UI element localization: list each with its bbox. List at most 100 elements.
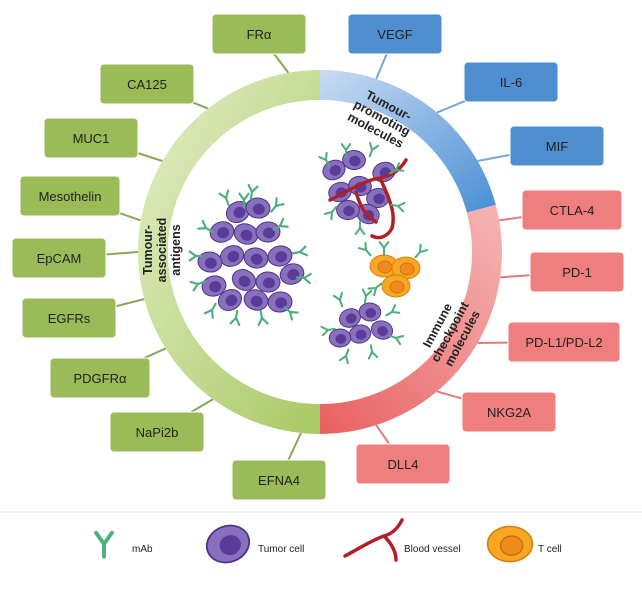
mab [318, 151, 331, 167]
tumour-associated-label-line2: associated [155, 218, 169, 283]
center-illustration [188, 141, 429, 365]
target-box-label: PD-L1/PD-L2 [525, 335, 602, 350]
tumor-cell [348, 324, 372, 344]
target-box-label: CA125 [127, 77, 167, 92]
mab [229, 309, 241, 327]
target-box-label: EFNA4 [258, 473, 300, 488]
legend-tumor-cell-label: Tumor cell [258, 544, 304, 555]
mab [270, 197, 285, 213]
tumor-cell [255, 221, 281, 243]
immune-checkpoint-segment [320, 204, 502, 434]
target-box-bg [43, 117, 139, 159]
target-box-bg [507, 321, 621, 363]
tumor-cell [267, 291, 293, 313]
tumor-cell [209, 221, 235, 243]
target-box-label: Mesothelin [39, 189, 102, 204]
target-box-label: EGFRs [48, 311, 91, 326]
target-box-pd-1: PD-1 [529, 251, 625, 293]
mab [247, 183, 259, 201]
ring [138, 70, 502, 434]
tumor-cell [366, 187, 390, 209]
target-box-bg [99, 63, 195, 105]
target-box-label: CTLA-4 [550, 203, 595, 218]
target-box-il-6: IL-6 [463, 61, 559, 103]
mab [323, 205, 338, 221]
mab [94, 530, 114, 559]
mab [368, 141, 380, 158]
mab [388, 334, 405, 346]
target-box-bg [463, 61, 559, 103]
target-box-bg [521, 189, 623, 231]
target-box-label: NaPi2b [136, 425, 179, 440]
target-box-bg [211, 13, 307, 55]
mab [203, 302, 217, 319]
target-box-bg [355, 443, 451, 485]
tumour-associated-segment [138, 70, 320, 434]
tumor-cell [358, 302, 382, 322]
target-box-label: NKG2A [487, 405, 531, 420]
tumour-associated-label: Tumour- associated antigens [141, 218, 183, 283]
target-box-napi2b: NaPi2b [109, 411, 205, 453]
tumor-cell [339, 308, 361, 328]
tumor-cluster-vessel [318, 141, 408, 240]
mab [354, 220, 366, 235]
mab [378, 241, 390, 256]
tumor-cell [267, 245, 293, 267]
target-box-label: PD-1 [562, 265, 592, 280]
target-box-pdgfr-: PDGFRα [49, 357, 151, 399]
mab [390, 201, 406, 213]
target-box-nkg2a: NKG2A [461, 391, 557, 433]
target-box-bg [529, 251, 625, 293]
mab [238, 192, 250, 209]
target-box-vegf: VEGF [347, 13, 443, 55]
tumor-cell [233, 223, 259, 245]
target-box-epcam: EpCAM [11, 237, 107, 279]
target-box-label: MUC1 [73, 131, 110, 146]
mab [257, 309, 269, 327]
t-cell [369, 254, 399, 278]
legend-blood-vessel-label: Blood vessel [404, 544, 461, 555]
target-box-mif: MIF [509, 125, 605, 167]
tumor-cell [243, 247, 269, 269]
mab [291, 245, 309, 257]
tumor-cell [201, 275, 227, 297]
target-box-label: EpCAM [37, 251, 82, 266]
target-box-efna4: EFNA4 [231, 459, 327, 501]
tumor-cell [255, 271, 281, 293]
target-box-label: FRα [247, 27, 272, 42]
target-box-label: MIF [546, 139, 568, 154]
mab [332, 291, 344, 308]
tumor-cell [245, 197, 271, 219]
tumor-cell [342, 150, 366, 170]
mab [295, 272, 312, 285]
mab [283, 306, 299, 321]
legend-mab-label: mAb [132, 544, 153, 555]
target-box-fr-: FRα [211, 13, 307, 55]
target-box-label: VEGF [377, 27, 412, 42]
mab [188, 250, 205, 262]
tumor-cell [243, 289, 269, 311]
target-box-bg [109, 411, 205, 453]
tumor-cluster-left [188, 183, 312, 327]
inner-disc [168, 100, 472, 404]
t-cell [381, 274, 411, 298]
mab [361, 288, 373, 304]
t-cell-cluster [357, 241, 429, 298]
target-box-bg [21, 297, 117, 339]
tumor-cell [231, 269, 257, 291]
tumor-cell-icon [205, 524, 251, 564]
mab [197, 219, 214, 233]
target-box-bg [509, 125, 605, 167]
tumour-associated-label-line3: antigens [169, 224, 183, 275]
target-box-bg [461, 391, 557, 433]
mab [367, 282, 383, 297]
target-box-ctla-4: CTLA-4 [521, 189, 623, 231]
target-box-muc1: MUC1 [43, 117, 139, 159]
mab [385, 304, 401, 317]
tumor-cell [328, 328, 352, 348]
mab [414, 243, 429, 259]
legend: mAb Tumor cell Blood vessel T cell [94, 518, 562, 564]
mab [357, 241, 372, 257]
target-box-label: PDGFRα [73, 371, 127, 386]
